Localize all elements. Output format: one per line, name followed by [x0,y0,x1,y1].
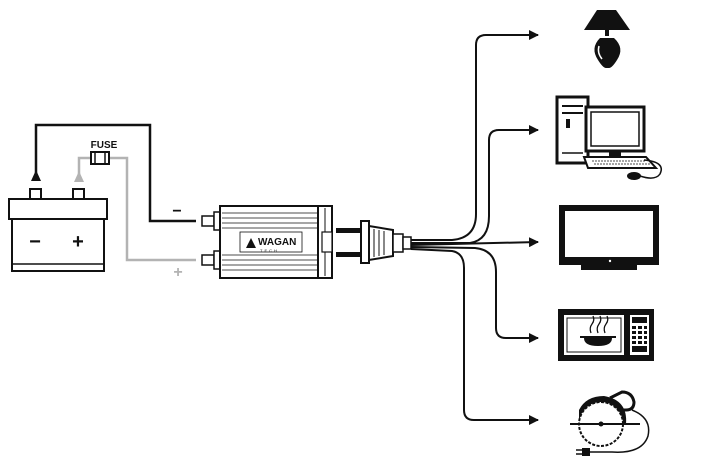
battery-negative-terminal [29,188,42,200]
inverter: WAGAN TECH [201,205,333,279]
wire-to-computer [411,125,539,244]
wire-to-tv [410,237,539,248]
wire-to-saw [410,248,539,425]
positive-wire [77,156,196,262]
ac-plug [336,220,412,264]
fuse [90,151,110,165]
wagan-logo-icon [246,238,256,248]
battery-negative-label: − [29,231,41,253]
battery: − + [8,188,108,272]
fuse-label: FUSE [91,140,118,151]
battery-positive-label: + [72,231,84,253]
battery-positive-terminal [72,188,85,200]
circular-saw-icon [570,390,650,456]
television-icon [559,205,659,270]
inverter-brand-sub: TECH [260,248,279,253]
desktop-computer-icon [555,95,662,180]
wire-positive-label: + [173,264,182,281]
lamp-icon [584,10,630,68]
microwave-icon [558,309,654,361]
inverter-brand: WAGAN [258,237,296,248]
wire-to-lamp [411,30,539,241]
wire-negative-label: − [172,203,181,220]
negative-wire [34,123,196,223]
wire-to-microwave [410,246,539,343]
output-wires [410,30,539,425]
